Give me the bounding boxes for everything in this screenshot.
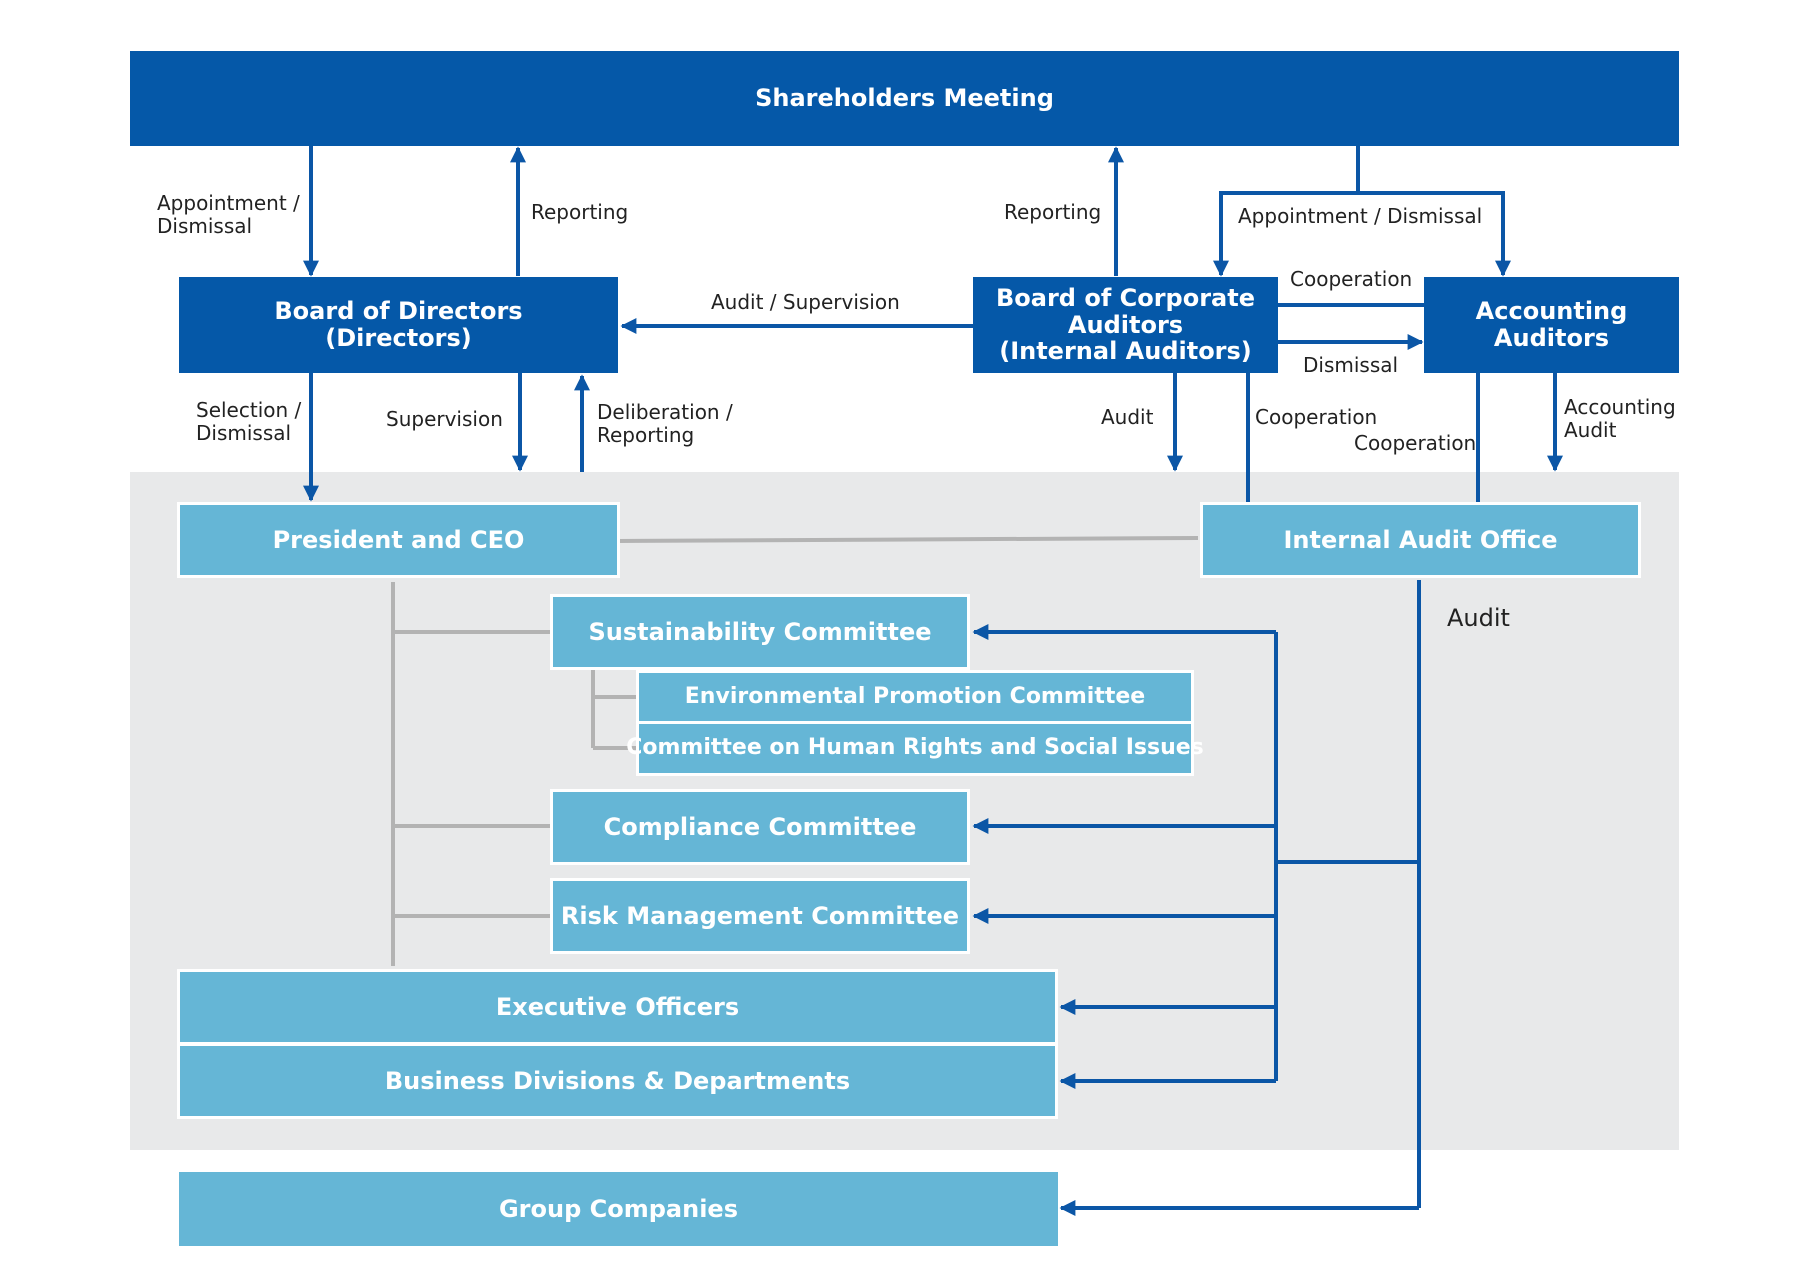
human-rights-committee-box: Committee on Human Rights and Social Iss… xyxy=(626,721,1204,776)
board-of-corporate-auditors-box: Board of Corporate Auditors (Internal Au… xyxy=(973,277,1278,373)
label-cooperation-top: Cooperation xyxy=(1290,267,1413,291)
arrow-appointment-right-right xyxy=(1356,146,1511,277)
label-reporting-right: Reporting xyxy=(1004,200,1102,224)
label-audit-mid: Audit xyxy=(1101,405,1154,429)
group-companies-box: Group Companies xyxy=(179,1172,1058,1246)
label-cooperation-mid: Cooperation xyxy=(1255,405,1378,429)
label-appointment-dismissal-right: Appointment / Dismissal xyxy=(1238,204,1483,228)
label-deliberation-reporting: Deliberation / Reporting xyxy=(597,400,733,448)
compliance-committee-box: Compliance Committee xyxy=(550,789,970,865)
executive-officers-box: Executive Officers xyxy=(177,969,1058,1045)
label-appointment-dismissal-left: Appointment / Dismissal xyxy=(157,191,300,239)
board-of-directors-box: Board of Directors (Directors) xyxy=(179,277,618,373)
internal-audit-office-box: Internal Audit Office xyxy=(1200,502,1641,578)
label-audit-supervision: Audit / Supervision xyxy=(711,290,900,314)
accounting-auditors-box: Accounting Auditors xyxy=(1424,277,1679,373)
risk-management-committee-box: Risk Management Committee xyxy=(550,878,970,954)
label-dismissal: Dismissal xyxy=(1303,353,1399,377)
label-reporting-left: Reporting xyxy=(531,200,629,224)
environmental-promotion-committee-box: Environmental Promotion Committee xyxy=(636,670,1194,724)
label-selection-dismissal: Selection / Dismissal xyxy=(196,398,302,446)
president-ceo-box: President and CEO xyxy=(177,502,620,578)
label-supervision: Supervision xyxy=(386,407,503,431)
business-divisions-box: Business Divisions & Departments xyxy=(177,1043,1058,1119)
label-audit-office: Audit xyxy=(1447,604,1510,632)
label-cooperation-low: Cooperation xyxy=(1354,431,1477,455)
shareholders-meeting-box: Shareholders Meeting xyxy=(130,51,1679,146)
sustainability-committee-box: Sustainability Committee xyxy=(550,594,970,670)
label-accounting-audit: Accounting Audit xyxy=(1564,395,1676,443)
president-internal-audit-line xyxy=(617,536,1199,543)
